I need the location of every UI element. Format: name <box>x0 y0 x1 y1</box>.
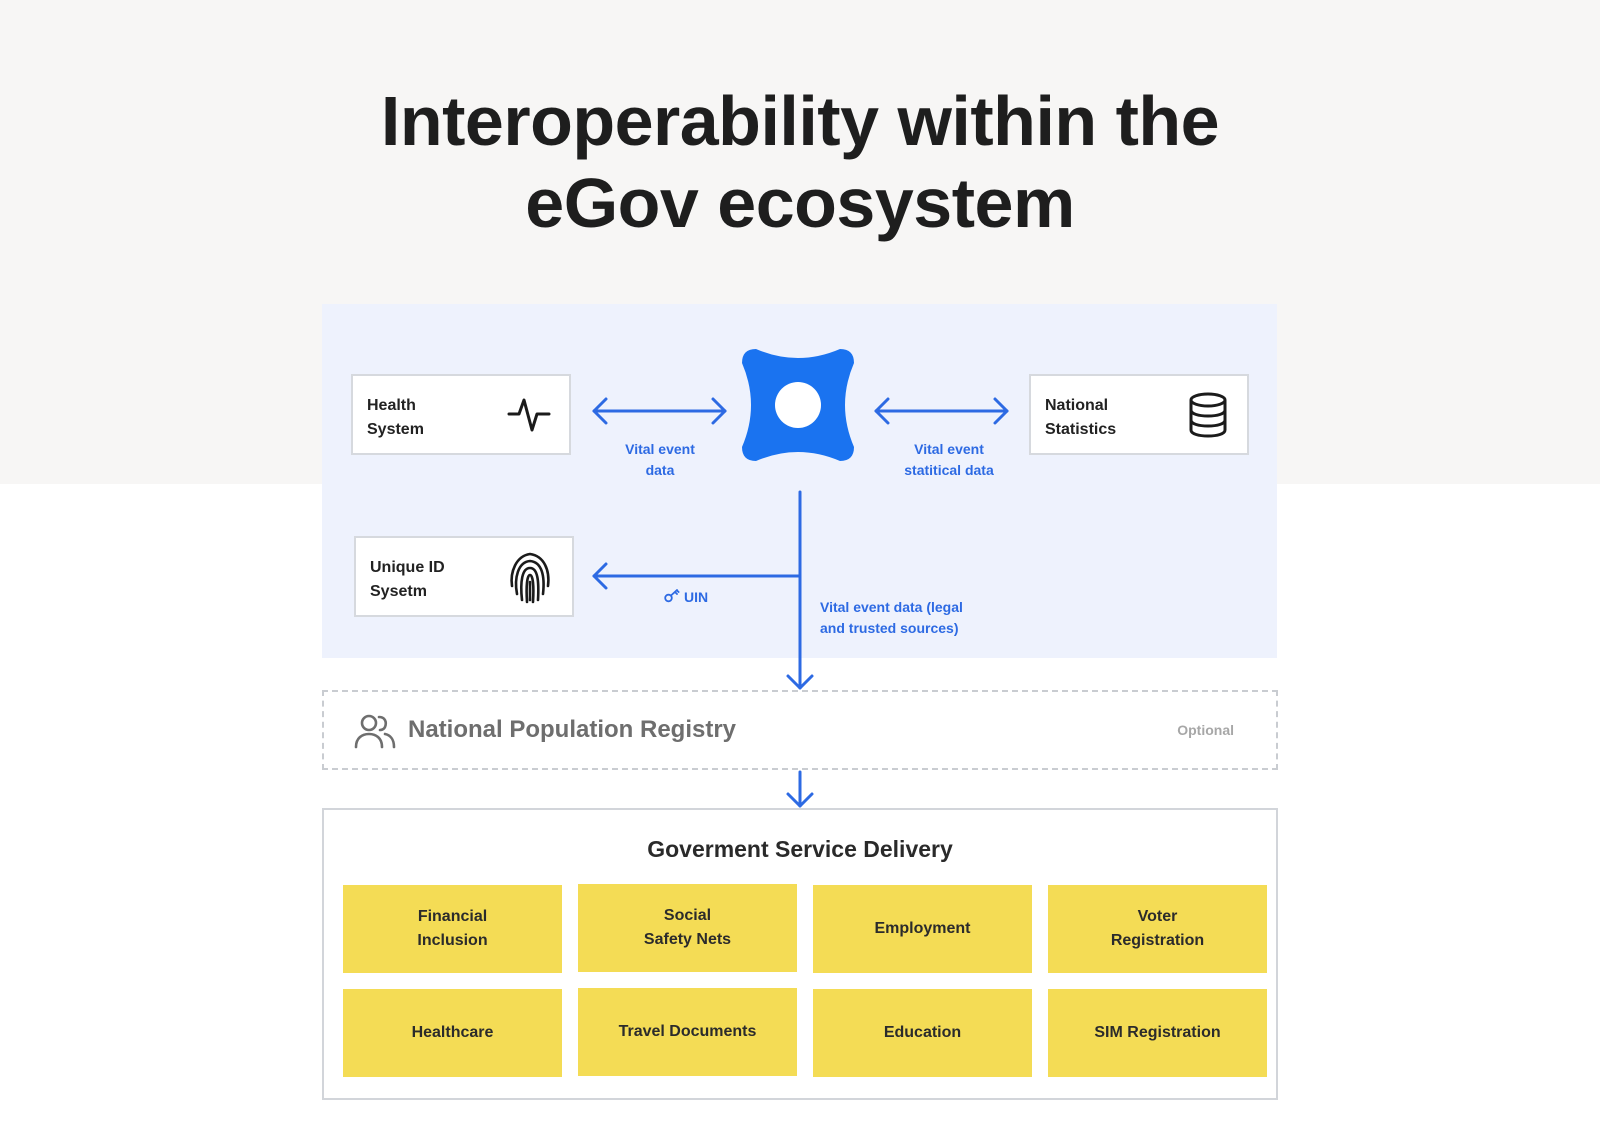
service-financial-inclusion: Financial Inclusion <box>343 885 562 973</box>
health-system-node: Health System <box>351 374 571 455</box>
government-service-delivery: Goverment Service Delivery Financial Inc… <box>322 808 1278 1100</box>
edge-label-uin: UIN <box>684 589 709 605</box>
national-statistics-label: National Statistics <box>1045 397 1117 438</box>
service-sim-registration: SIM Registration <box>1048 989 1267 1077</box>
pulse-icon <box>507 398 551 432</box>
service-employment: Employment <box>813 885 1032 973</box>
service-travel-documents: Travel Documents <box>578 988 797 1076</box>
edge-label-hub-statistics: Vital event statitical data <box>904 441 994 478</box>
people-icon <box>354 714 396 749</box>
fingerprint-icon <box>510 552 550 604</box>
service-education: Education <box>813 989 1032 1077</box>
delivery-title: Goverment Service Delivery <box>647 836 953 862</box>
database-icon <box>1189 392 1227 438</box>
service-social-safety-nets: Social Safety Nets <box>578 884 797 972</box>
registry-optional-note: Optional <box>1177 722 1234 738</box>
registry-title: National Population Registry <box>408 716 737 743</box>
hub-logo <box>742 349 854 461</box>
health-system-label: Health System <box>367 397 424 438</box>
national-statistics-node: National Statistics <box>1029 374 1249 455</box>
service-voter-registration: Voter Registration <box>1048 885 1267 973</box>
key-icon <box>664 589 680 603</box>
service-healthcare: Healthcare <box>343 989 562 1077</box>
national-population-registry: National Population Registry Optional <box>322 690 1278 770</box>
edge-label-hub-registry: Vital event data (legal and trusted sour… <box>820 599 963 636</box>
unique-id-node: Unique ID Sysetm <box>354 536 574 617</box>
unique-id-label: Unique ID Sysetm <box>370 559 445 600</box>
page-title: Interoperability within the eGov ecosyst… <box>380 82 1220 242</box>
edge-label-health-hub: Vital event data <box>625 441 695 478</box>
